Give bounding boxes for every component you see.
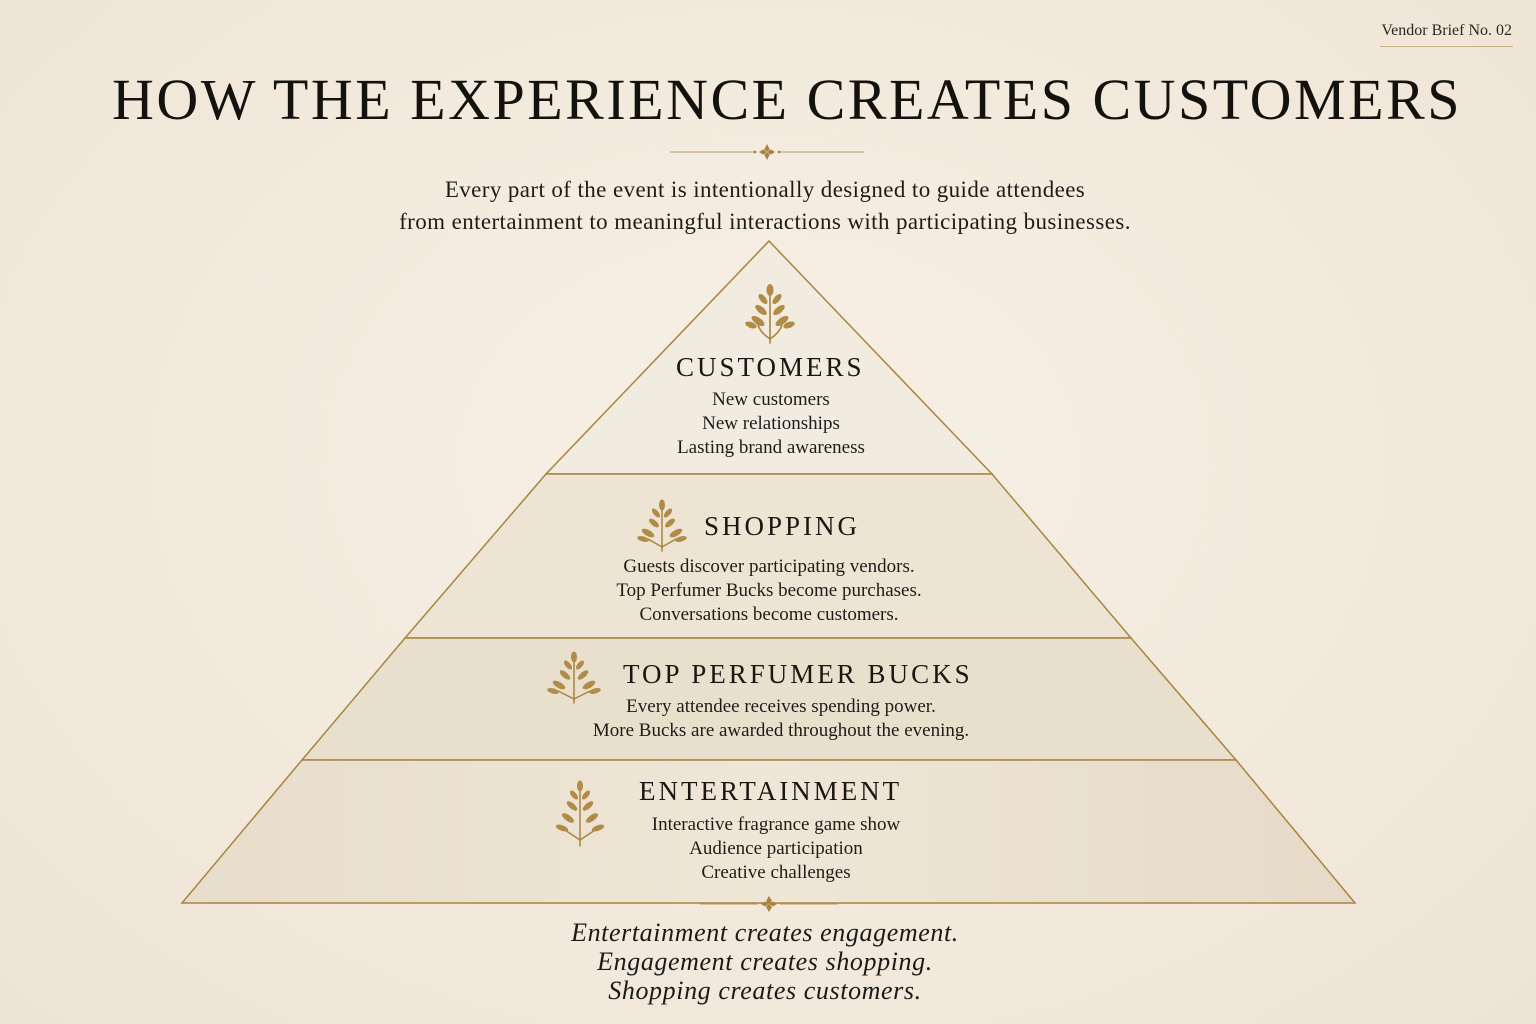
intro-line: from entertainment to meaningful interac… <box>399 209 1131 234</box>
tier-detail-line: Creative challenges <box>701 862 851 883</box>
intro-text: Every part of the event is intentionally… <box>0 174 1530 238</box>
tier-title-shopping: SHOPPING <box>704 511 861 541</box>
tier-title-top-perfumer-bucks: TOP PERFUMER BUCKS <box>623 659 973 689</box>
tier-detail-line: Guests discover participating vendors. <box>623 556 915 577</box>
botanical-sprig-icon <box>745 284 795 344</box>
tier-detail-line: Lasting brand awareness <box>677 437 865 458</box>
tier-detail-line: New relationships <box>702 413 840 434</box>
botanical-sprig-icon <box>637 499 687 552</box>
tier-detail-line: Conversations become customers. <box>639 604 899 625</box>
tier-detail-line: Interactive fragrance game show <box>651 814 901 835</box>
vendor-brief-tag: Vendor Brief No. 02 <box>1380 22 1513 47</box>
closing-line: Entertainment creates engagement. <box>571 918 959 947</box>
pyramid-tier-entertainment <box>180 759 1357 904</box>
tier-details-customers: New customers New relationships Lasting … <box>621 388 921 460</box>
tier-detail-line: Top Perfumer Bucks become purchases. <box>616 580 922 601</box>
page-title: HOW THE EXPERIENCE CREATES CUSTOMERS <box>112 67 1462 132</box>
base-ornament-icon <box>700 896 838 912</box>
botanical-sprig-icon <box>555 780 605 847</box>
tier-detail-line: Audience participation <box>689 838 863 859</box>
ornament-divider-icon <box>670 144 864 160</box>
tier-details-entertainment: Interactive fragrance game show Audience… <box>626 813 926 885</box>
closing-statement: Entertainment creates engagement. Engage… <box>0 918 1530 1005</box>
tier-details-shopping: Guests discover participating vendors. T… <box>569 555 969 627</box>
tier-title-entertainment: ENTERTAINMENT <box>639 776 903 806</box>
botanical-sprig-icon <box>547 651 601 704</box>
tier-title-customers: CUSTOMERS <box>676 352 865 382</box>
tier-detail-line: Every attendee receives spending power. <box>626 696 936 717</box>
tier-detail-line: New customers <box>712 389 830 410</box>
closing-line: Engagement creates shopping. <box>597 947 933 976</box>
tier-detail-line: More Bucks are awarded throughout the ev… <box>592 720 970 741</box>
tier-details-top-perfumer-bucks: Every attendee receives spending power. … <box>531 695 1031 743</box>
intro-line: Every part of the event is intentionally… <box>444 177 1086 202</box>
closing-line: Shopping creates customers. <box>608 976 922 1005</box>
